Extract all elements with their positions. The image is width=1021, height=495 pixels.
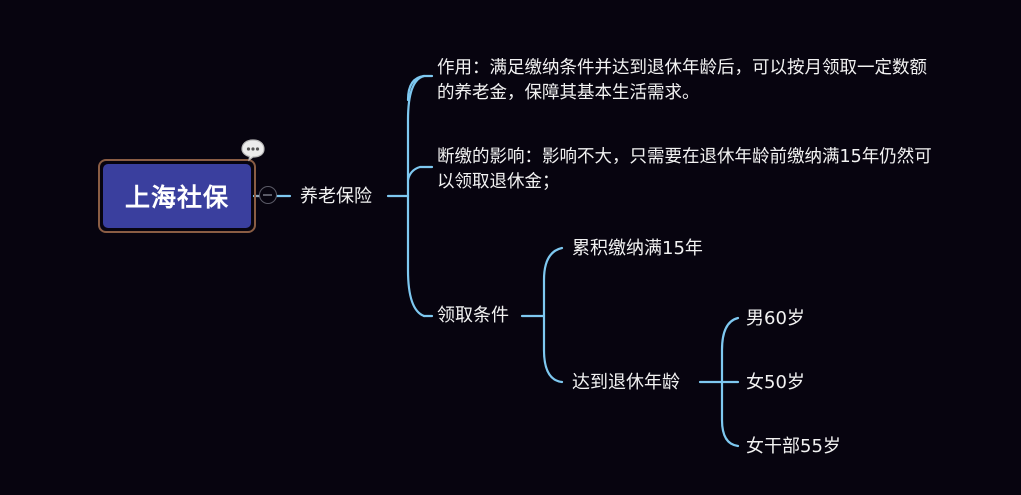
child-node-contribution[interactable]: 累积缴纳满15年 (572, 238, 703, 259)
leaf-node-female-50[interactable]: 女50岁 (746, 372, 805, 393)
connector-to-interruption (406, 165, 434, 182)
leaf-node-female-cadre-55[interactable]: 女干部55岁 (746, 436, 841, 457)
child-node-function[interactable]: 作用：满足缴纳条件并达到退休年龄后，可以按月领取一定数额的养老金，保障其基本生活… (437, 58, 927, 103)
child-node-retirement-age[interactable]: 达到退休年龄 (572, 372, 680, 393)
child-node-interruption[interactable]: 断缴的影响：影响不大，只需要在退休年龄前缴纳满15年仍然可以领取退休金； (437, 147, 932, 192)
collapse-toggle-icon[interactable] (259, 186, 277, 204)
root-node-label: 上海社保 (103, 164, 251, 228)
connector-branch-bracket (406, 74, 426, 318)
connector-conditions-bracket (542, 246, 564, 384)
speech-bubble-icon[interactable] (240, 138, 266, 162)
connector-retirement-bracket (720, 316, 740, 448)
child-node-conditions[interactable]: 领取条件 (437, 305, 509, 326)
leaf-node-male-60[interactable]: 男60岁 (746, 308, 805, 329)
connector-to-function (406, 74, 434, 102)
root-node[interactable]: 上海社保 (98, 159, 256, 233)
branch-node-pension[interactable]: 养老保险 (300, 186, 372, 207)
